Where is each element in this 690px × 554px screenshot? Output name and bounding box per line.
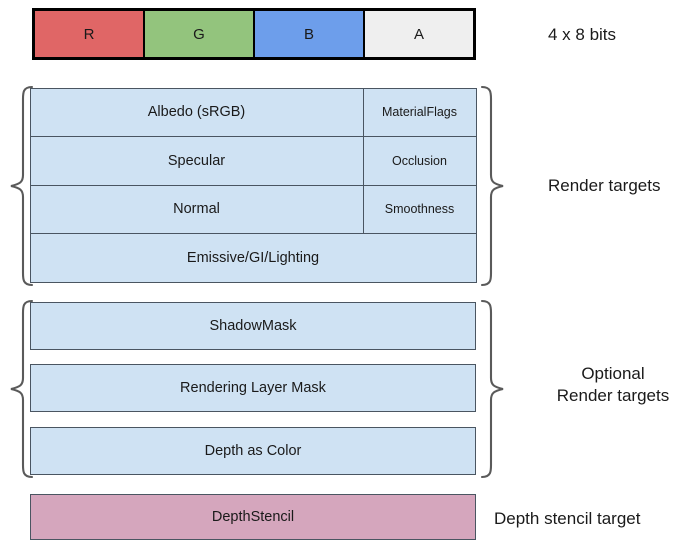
render-targets-left-brace	[10, 85, 34, 287]
render-target-main-normal: Normal	[29, 184, 364, 234]
depth-stencil-box: DepthStencil	[30, 494, 476, 540]
render-target-row-full: Emissive/GI/Lighting	[29, 233, 477, 283]
optional-render-targets-caption: Optional Render targets	[556, 364, 670, 405]
channel-strip-caption: 4 x 8 bits	[548, 25, 617, 44]
optional-render-targets-left-brace	[10, 299, 34, 479]
render-target-row: Normal Smoothness	[29, 184, 477, 234]
rgba-channel-strip: R G B A	[32, 8, 476, 60]
channel-cell-b: B	[255, 11, 365, 57]
channel-cell-a: A	[365, 11, 473, 57]
depth-stencil-caption: Depth stencil target	[494, 509, 641, 528]
render-target-row: Specular Occlusion	[29, 136, 477, 186]
render-target-alpha-label: MaterialFlags	[381, 105, 458, 120]
render-target-alpha-occlusion: Occlusion	[362, 136, 477, 186]
channel-label-g: G	[193, 25, 205, 43]
render-target-emissive-gi-lighting: Emissive/GI/Lighting	[29, 233, 477, 283]
render-target-alpha-label: Smoothness	[384, 202, 455, 217]
channel-cell-g: G	[145, 11, 255, 57]
render-targets-caption: Render targets	[548, 176, 661, 195]
render-target-alpha-smoothness: Smoothness	[362, 184, 477, 234]
optional-render-target-label: ShadowMask	[209, 318, 297, 334]
render-targets-table: Albedo (sRGB) MaterialFlags Specular Occ…	[29, 87, 477, 283]
channel-label-b: B	[303, 25, 314, 43]
render-target-main-label: Normal	[173, 201, 220, 218]
depth-stencil-label: DepthStencil	[211, 509, 295, 525]
optional-render-target-depth-as-color: Depth as Color	[30, 427, 476, 475]
render-target-row: Albedo (sRGB) MaterialFlags	[29, 87, 477, 137]
optional-render-target-label: Depth as Color	[204, 443, 302, 459]
render-target-alpha-materialflags: MaterialFlags	[362, 87, 477, 137]
optional-render-target-shadowmask: ShadowMask	[30, 302, 476, 350]
render-target-main-label: Albedo (sRGB)	[147, 104, 246, 121]
channel-label-r: R	[83, 25, 95, 43]
render-target-full-label: Emissive/GI/Lighting	[186, 249, 320, 266]
render-target-main-specular: Specular	[29, 136, 364, 186]
render-target-alpha-label: Occlusion	[392, 153, 447, 168]
channel-label-a: A	[413, 25, 424, 43]
optional-render-targets-right-brace	[480, 299, 504, 479]
render-targets-right-brace	[480, 85, 504, 287]
channel-cell-r: R	[35, 11, 145, 57]
optional-render-target-label: Rendering Layer Mask	[180, 380, 326, 396]
render-target-main-label: Specular	[167, 152, 226, 169]
optional-render-target-rendering-layer-mask: Rendering Layer Mask	[30, 364, 476, 412]
render-target-main-albedo: Albedo (sRGB)	[29, 87, 364, 137]
